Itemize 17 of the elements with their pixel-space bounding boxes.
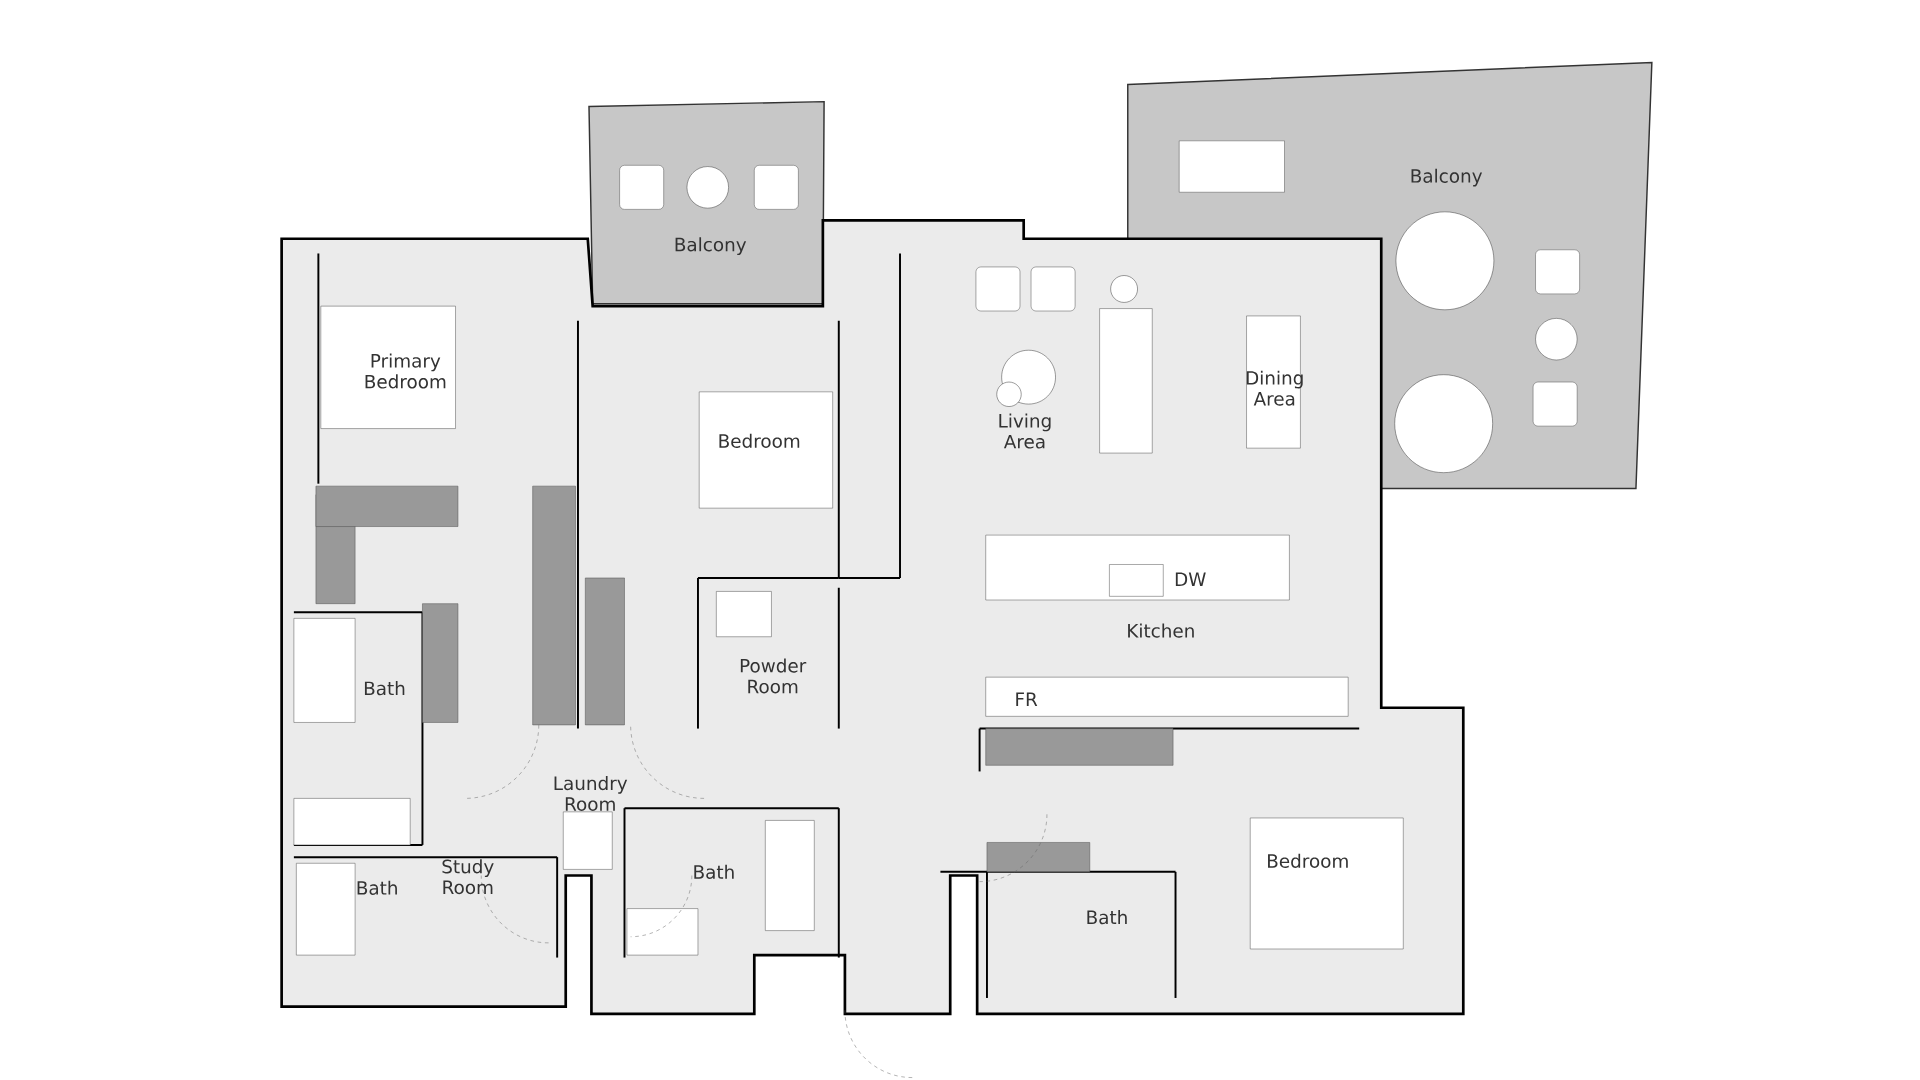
room-label: Laundry Room <box>554 775 628 811</box>
room-label: Powder Room <box>740 658 807 694</box>
room-label: Balcony <box>1411 168 1482 187</box>
room-label: Bath <box>357 880 397 895</box>
room-label: Bath <box>694 864 734 879</box>
room-label: DW <box>1175 572 1206 586</box>
room-label: Study Room <box>442 859 494 895</box>
room-label: Kitchen <box>1128 623 1194 638</box>
room-label: Balcony <box>675 237 747 255</box>
room-label: Bedroom <box>1268 853 1348 868</box>
room-label: Primary Bedroom <box>365 353 446 389</box>
room-label: Living Area <box>999 413 1051 449</box>
room-label: Bath <box>1087 910 1127 925</box>
room-label: Bath <box>364 681 405 696</box>
room-label: FR <box>1016 692 1038 706</box>
room-label: Bedroom <box>719 433 800 448</box>
room-label: Dining Area <box>1246 370 1303 406</box>
